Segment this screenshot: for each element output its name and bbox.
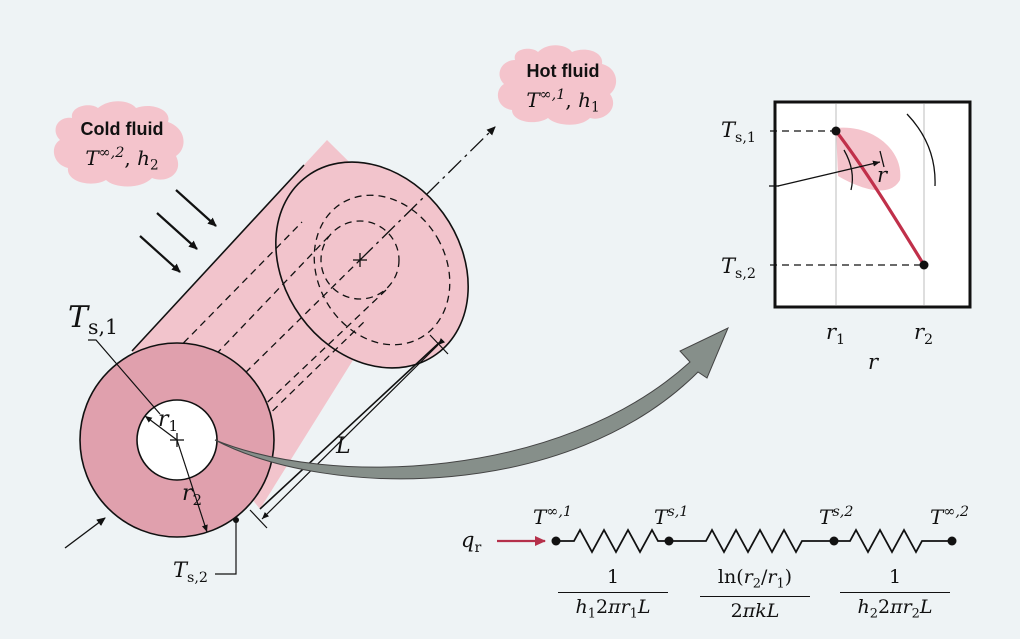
resistance-token: 2 — [869, 606, 878, 622]
resistance-token: h — [857, 596, 870, 618]
resistance-token: π — [742, 600, 756, 623]
plot-x-axis-label: r — [868, 350, 879, 374]
plot-ts1-label: Ts,1 — [721, 118, 756, 146]
r2-label: r2 — [182, 481, 203, 510]
resistance-token: / — [760, 566, 768, 588]
node-label-ts2: Ts,2 — [819, 504, 854, 529]
r2-arrow — [176, 439, 208, 533]
resistance-token: 2 — [911, 606, 920, 622]
resistance-token: 1 — [587, 606, 596, 622]
node-label-t-inf-2: T∞,2 — [930, 504, 970, 529]
resistance-token: h — [575, 596, 588, 618]
resistance-token: π — [890, 596, 903, 618]
ts2-profile-point — [919, 260, 929, 270]
ts2-point — [233, 517, 239, 523]
plot-inner-r-label: r — [877, 163, 888, 187]
resistance-token: ln( — [717, 566, 744, 588]
temperature-profile-curve — [834, 130, 926, 266]
cold-fluid-cloud — [53, 101, 184, 187]
plot-ts2-label: Ts,2 — [721, 254, 756, 282]
profile-guides — [770, 130, 920, 266]
profile-plot-frame — [773, 100, 972, 309]
cold-fluid-label: Cold fluid T∞,2, h2 — [80, 119, 164, 174]
node-label-t-inf-1: T∞,1 — [533, 504, 573, 529]
length-label: L — [336, 434, 351, 459]
ts1-leader — [88, 339, 161, 415]
resistance-token: r — [902, 596, 912, 618]
resistor-wire — [556, 528, 952, 554]
r1-label: r1 — [158, 407, 179, 436]
plot-r1-tick: r1 — [826, 320, 846, 348]
axis-tail-arrow — [64, 517, 106, 549]
resistance-token: ) — [784, 566, 793, 588]
big-arrow — [214, 326, 729, 480]
circuit-nodes — [551, 536, 957, 546]
resistance-cond-den: 2πkL — [700, 597, 810, 621]
node-label-ts1: Ts,1 — [654, 504, 689, 529]
ts2-leader — [215, 520, 237, 575]
radius-indicator — [769, 113, 936, 191]
heat-rate-label: qr — [461, 528, 482, 556]
resistance-token: 2 — [595, 596, 609, 618]
resistance-token: 2 — [752, 576, 761, 592]
resistance-token: 1 — [629, 606, 638, 622]
resistance-token: L — [637, 596, 651, 618]
resistance-conv-outer: 1 h22πr2L — [840, 568, 950, 621]
plot-r2-tick: r2 — [914, 320, 934, 348]
resistance-conv-outer-num: 1 — [840, 568, 950, 593]
resistance-token: r — [620, 596, 630, 618]
resistance-token: r — [743, 566, 753, 588]
length-dimension — [249, 334, 449, 529]
ts2-cylinder-label: Ts,2 — [173, 558, 208, 586]
resistance-conv-inner: 1 h12πr1L — [558, 568, 668, 621]
resistance-token: 2 — [730, 600, 743, 623]
resistance-token: 2 — [877, 596, 891, 618]
resistance-cond: ln(r2/r1) 2πkL — [700, 568, 810, 621]
resistance-token: kL — [755, 600, 780, 623]
resistance-token: L — [919, 596, 933, 618]
ts1-cylinder-label: Ts,1 — [68, 300, 118, 340]
resistance-conv-inner-num: 1 — [558, 568, 668, 593]
cold-flow-arrows — [139, 189, 217, 273]
resistance-token: π — [608, 596, 621, 618]
hot-fluid-cloud — [497, 45, 617, 125]
resistance-conv-inner-den: h12πr1L — [558, 593, 668, 621]
hot-fluid-label: Hot fluid T∞,1, h1 — [526, 61, 600, 116]
resistance-token: r — [767, 566, 777, 588]
resistance-cond-num: ln(r2/r1) — [700, 566, 810, 598]
cylinder-top-edge — [131, 164, 305, 352]
resistance-token: 1 — [776, 576, 785, 592]
cylinder-axis — [359, 126, 496, 261]
ts1-profile-point — [831, 126, 841, 136]
resistance-conv-outer-den: h22πr2L — [840, 593, 950, 621]
r1-arrow — [144, 415, 178, 441]
